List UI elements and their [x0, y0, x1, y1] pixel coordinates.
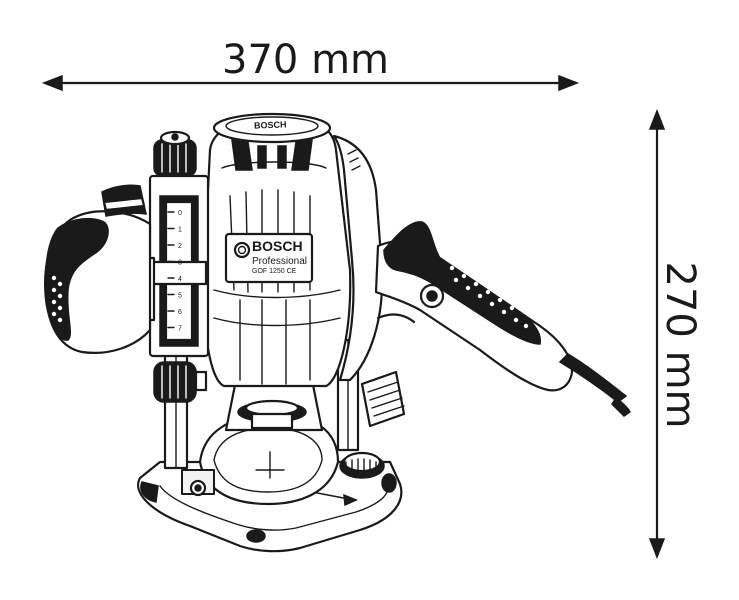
- depth-scale-label: 2: [178, 243, 182, 250]
- brand-label: BOSCH: [252, 238, 303, 254]
- height-dimension-arrow: [648, 108, 666, 560]
- cap-brand-label: BOSCH: [253, 119, 287, 131]
- product-line-label: Professional: [252, 256, 308, 267]
- width-dimension-arrow: [41, 74, 580, 92]
- depth-scale-label: 5: [178, 293, 182, 300]
- model-label: GOF 1250 CE: [252, 268, 297, 275]
- depth-scale-label: 0: [178, 210, 182, 217]
- depth-rod: [126, 130, 210, 403]
- depth-scale: 0 1 2 3 4 5 6 7: [167, 210, 182, 333]
- collet-area: [224, 378, 324, 432]
- base-plate: [137, 412, 403, 553]
- right-handle: [374, 221, 631, 417]
- depth-scale-label: 1: [178, 227, 182, 234]
- width-dimension-label: 370 mm: [222, 37, 389, 83]
- depth-scale-label: 7: [178, 326, 182, 333]
- depth-scale-label: 6: [178, 309, 182, 316]
- depth-scale-label: 4: [178, 276, 182, 283]
- motor-housing: [202, 112, 384, 388]
- height-dimension-label: 270 mm: [657, 261, 703, 429]
- left-handle: [44, 184, 152, 354]
- depth-scale-label: 3: [178, 260, 182, 267]
- dust-spout: [360, 370, 406, 428]
